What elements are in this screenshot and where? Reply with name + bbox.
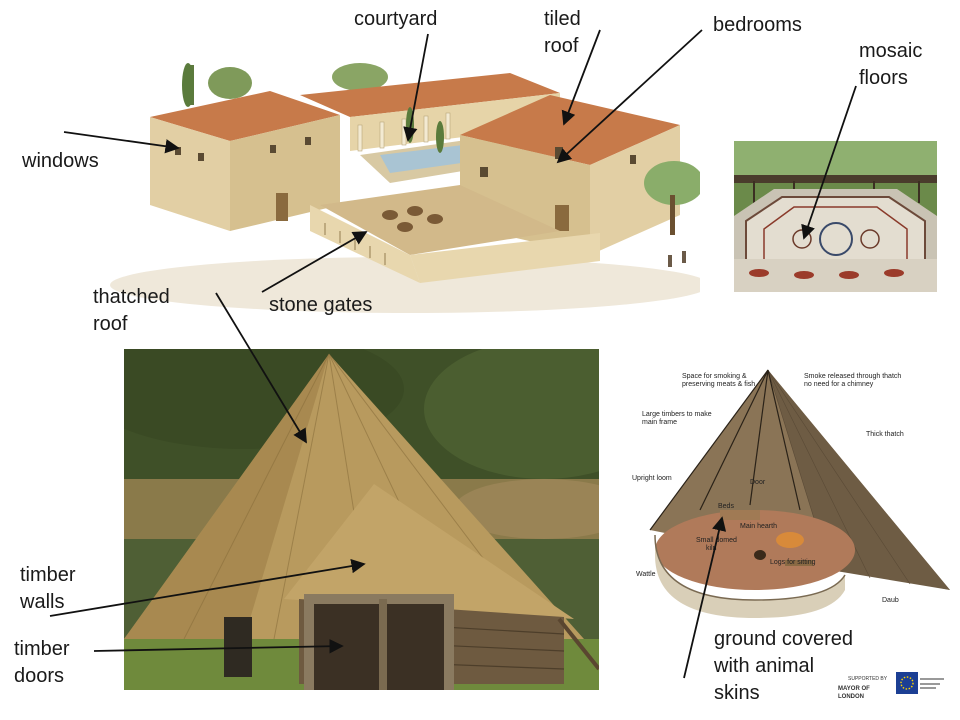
label-mosaic-floors: mosaic floors	[859, 40, 923, 89]
diagram-label-door: Door	[750, 479, 766, 486]
mayor-of-london-logo: SUPPORTED BY MAYOR OF LONDON	[838, 673, 894, 703]
diagram-label-loom: Upright loom	[632, 475, 672, 482]
diagram-label-hearth: Main hearth	[740, 523, 777, 530]
label-bedrooms: bedrooms	[713, 14, 802, 36]
diagram-label-beds: Beds	[718, 503, 734, 510]
funding-note-icon	[920, 678, 944, 689]
label-courtyard: courtyard	[354, 8, 438, 30]
label-timber-doors: timber doors	[14, 638, 70, 687]
label-windows: windows	[22, 150, 99, 172]
label-stone-gates: stone gates	[269, 294, 373, 316]
diagram-label-daub: Daub	[882, 597, 899, 604]
diagram-label-smoking-1: Space for smoking &	[682, 373, 747, 380]
diagram-label-thatch: Thick thatch	[866, 431, 904, 438]
roman-villa-illustration	[110, 63, 700, 313]
label-tiled-roof: tiled roof	[544, 8, 581, 57]
label-ground-covered: ground covered with animal skins	[714, 628, 853, 704]
thatched-roundhouse-photo	[124, 349, 599, 690]
diagram-label-smoke-1: Smoke released through thatch	[804, 373, 901, 380]
diagram-label-timbers-2: main frame	[642, 419, 677, 426]
diagram-label-wattle: Wattle	[636, 571, 656, 578]
label-timber-walls: timber walls	[20, 564, 76, 613]
diagram-label-kiln-2: kiln	[706, 545, 717, 552]
label-thatched-roof: thatched roof	[93, 286, 170, 335]
roundhouse-cutaway-diagram: Space for smoking & preserving meats & f…	[632, 369, 950, 618]
diagram-label-kiln-1: Small domed	[696, 537, 737, 544]
diagram-label-smoke-2: no need for a chimney	[804, 381, 874, 388]
mosaic-floor-photo	[734, 141, 937, 292]
diagram-label-smoking-2: preserving meats & fish	[682, 381, 755, 388]
mayor-of-london-text: MAYOR OF LONDON	[838, 686, 870, 700]
supported-by-text: SUPPORTED BY	[848, 676, 888, 682]
eu-flag-icon	[896, 672, 918, 694]
diagram-label-timbers-1: Large timbers to make	[642, 411, 712, 418]
diagram-label-logs: Logs for sitting	[770, 559, 816, 566]
